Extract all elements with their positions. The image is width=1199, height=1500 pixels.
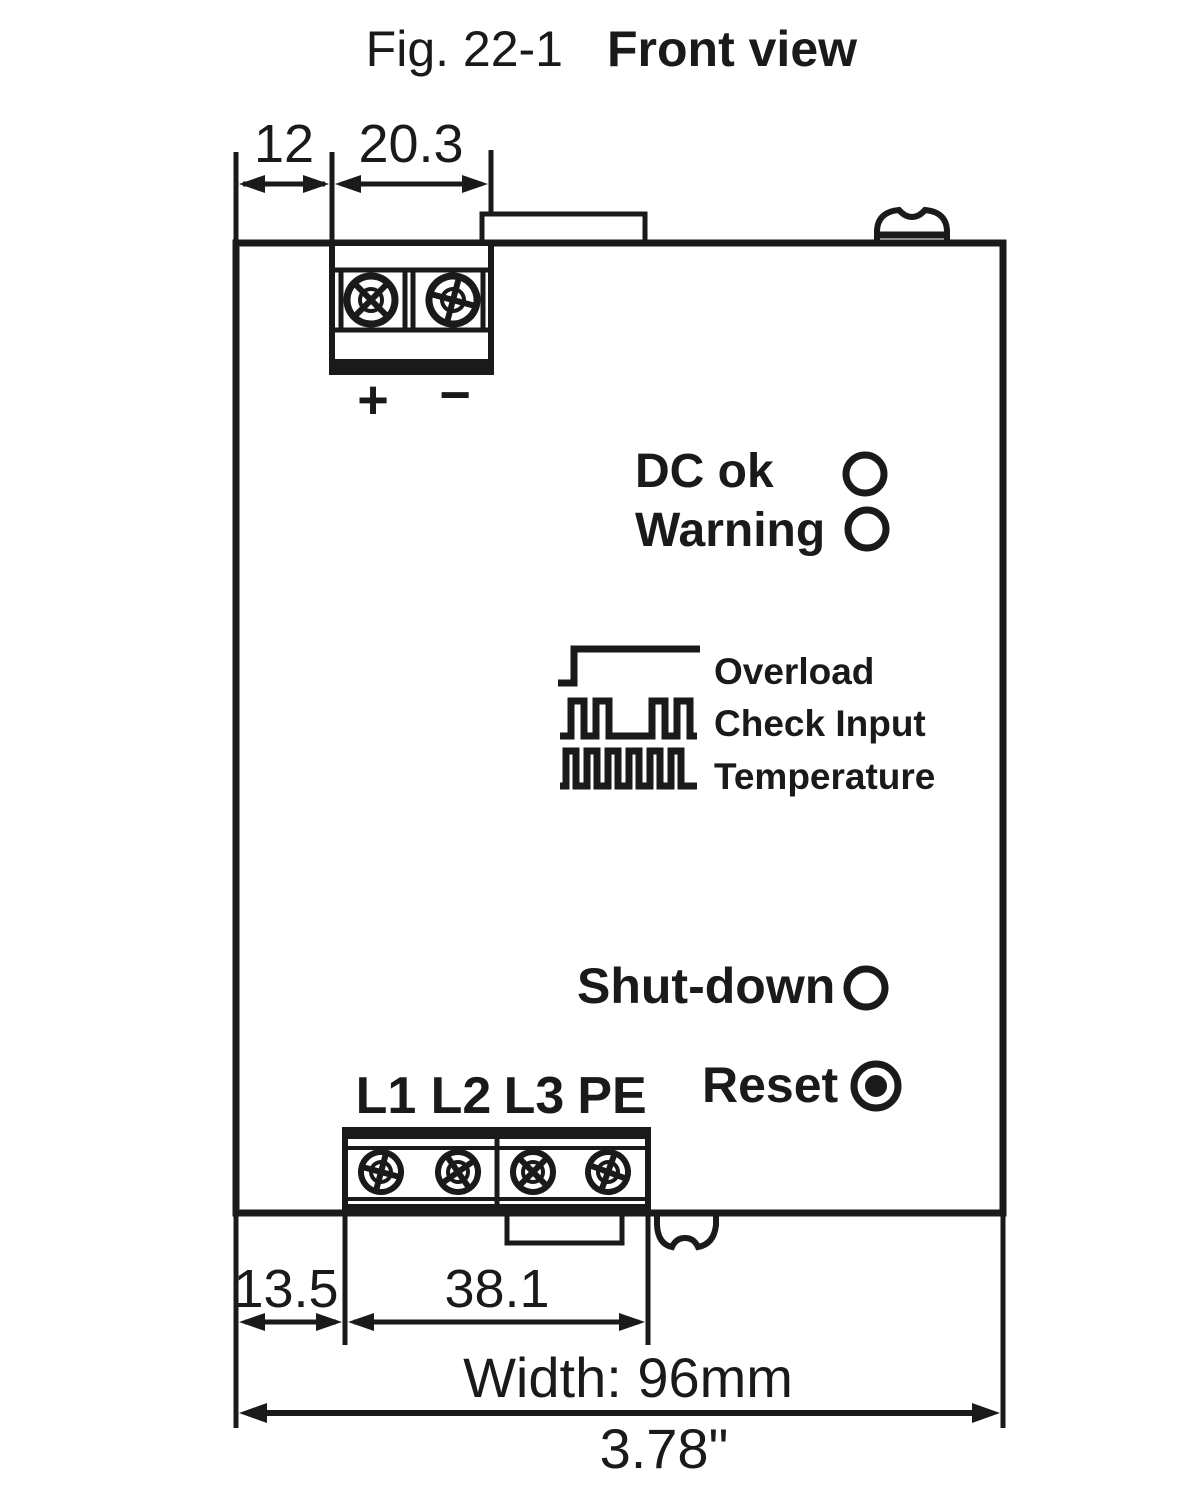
dc-terminal-block bbox=[329, 240, 494, 375]
legend-temperature-label: Temperature bbox=[714, 756, 935, 797]
bottom-dimension-lines: 13.5 38.1 Width: 96mm 3.78" bbox=[233, 1213, 1006, 1480]
ac-label-pe: PE bbox=[577, 1067, 646, 1125]
figure-title: Front view bbox=[607, 21, 857, 77]
arrowhead bbox=[335, 175, 361, 193]
ac-screw-pe bbox=[585, 1149, 631, 1195]
dim-13-5-label: 13.5 bbox=[233, 1259, 338, 1319]
ac-screw-l2 bbox=[435, 1149, 481, 1195]
dim-20-3-label: 20.3 bbox=[358, 114, 463, 174]
ac-label-l2: L2 bbox=[431, 1067, 492, 1125]
screw-slot-x bbox=[441, 1155, 475, 1189]
dim-12-label: 12 bbox=[254, 114, 314, 174]
arrowhead bbox=[239, 1403, 267, 1423]
top-rail-clip-outline bbox=[874, 206, 950, 243]
arrowhead bbox=[303, 175, 329, 193]
top-rail-clip bbox=[874, 206, 950, 243]
led-warning bbox=[844, 506, 890, 552]
reset-button-ring bbox=[850, 1060, 902, 1112]
screw-slot-x bbox=[517, 1156, 549, 1188]
screw-ring bbox=[358, 1149, 404, 1195]
ac-terminal-base-bar bbox=[345, 1204, 648, 1213]
led-dc-ok-label: DC ok bbox=[635, 445, 774, 498]
arrowhead bbox=[462, 175, 488, 193]
arrowhead bbox=[239, 175, 265, 193]
waveform-check-input-icon bbox=[560, 697, 697, 740]
waveform-overload-icon bbox=[558, 645, 700, 687]
top-dimension-lines: 12 20.3 bbox=[233, 114, 494, 243]
screw-core bbox=[369, 1160, 393, 1184]
dim-38-1-label: 38.1 bbox=[444, 1259, 549, 1319]
dim-width-in-label: 3.78" bbox=[600, 1417, 729, 1480]
ac-terminal-block bbox=[342, 1127, 651, 1216]
blink-code-legend: Overload Check Input Temperature bbox=[558, 645, 935, 797]
screw-ring bbox=[510, 1149, 556, 1195]
led-shutdown bbox=[843, 965, 889, 1011]
reset-button bbox=[850, 1060, 902, 1112]
dc-screw-positive bbox=[425, 272, 481, 328]
ac-screw-l3 bbox=[510, 1149, 556, 1195]
dc-minus-label: − bbox=[439, 365, 471, 425]
ac-label-l3: L3 bbox=[504, 1067, 565, 1125]
screw-core bbox=[596, 1160, 620, 1184]
led-shutdown-label: Shut-down bbox=[577, 958, 835, 1014]
screw-slot-cross bbox=[430, 277, 476, 323]
waveform-temperature-icon bbox=[560, 747, 697, 790]
ac-terminal-labels: L1 L2 L3 PE bbox=[356, 1067, 647, 1125]
screw-core bbox=[358, 287, 384, 313]
arrowhead bbox=[972, 1403, 1000, 1423]
dim-width-mm-label: Width: 96mm bbox=[463, 1346, 793, 1409]
dc-plus-label: + bbox=[357, 370, 389, 430]
ac-label-l1: L1 bbox=[356, 1067, 417, 1125]
top-mount-tab bbox=[479, 211, 648, 246]
screw-ring bbox=[343, 272, 399, 328]
legend-overload-label: Overload bbox=[714, 651, 874, 692]
dc-screw-negative bbox=[343, 272, 399, 328]
reset-button-core bbox=[865, 1075, 887, 1097]
led-warning-label: Warning bbox=[635, 504, 825, 557]
screw-core bbox=[440, 287, 466, 313]
screw-core bbox=[521, 1160, 545, 1184]
figure-number: Fig. 22-1 bbox=[366, 21, 563, 77]
arrowhead bbox=[239, 1313, 265, 1331]
screw-ring bbox=[585, 1149, 631, 1195]
led-dc-ok bbox=[842, 451, 888, 497]
screw-core bbox=[446, 1160, 470, 1184]
legend-check-input-label: Check Input bbox=[714, 703, 926, 744]
bottom-tab bbox=[504, 1210, 625, 1246]
screw-ring bbox=[435, 1149, 481, 1195]
arrowhead bbox=[348, 1313, 374, 1331]
screw-slot-x bbox=[352, 281, 390, 319]
arrowhead bbox=[619, 1313, 645, 1331]
ac-screw-l1 bbox=[358, 1149, 404, 1195]
dc-terminal-separators bbox=[338, 270, 486, 330]
bottom-rail-clip bbox=[654, 1213, 719, 1251]
dc-terminal-base-bar bbox=[332, 359, 491, 372]
reset-label: Reset bbox=[702, 1057, 839, 1113]
arrowhead bbox=[316, 1313, 342, 1331]
screw-ring bbox=[425, 272, 481, 328]
